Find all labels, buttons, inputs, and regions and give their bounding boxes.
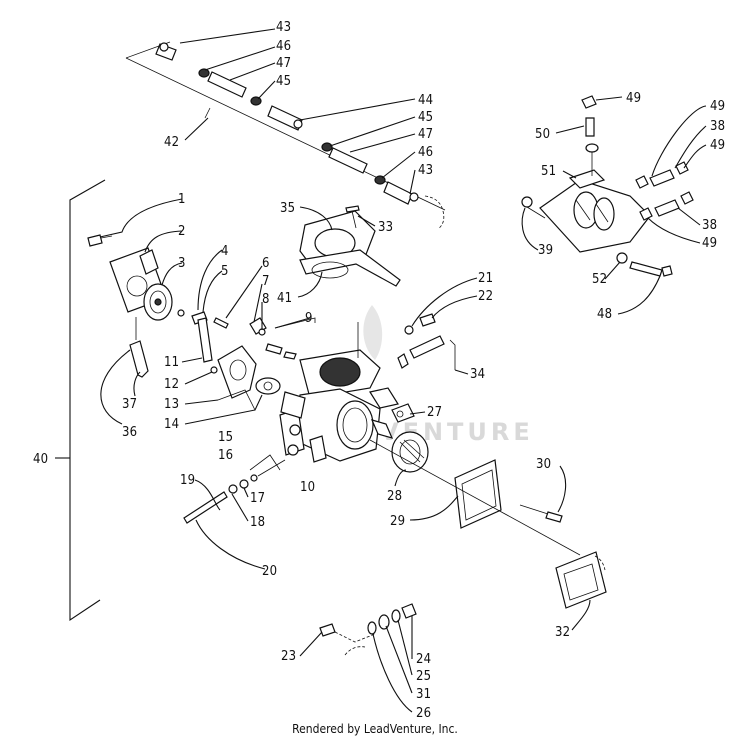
label-46: 46 — [418, 145, 433, 160]
label-38: 38 — [710, 119, 725, 134]
bottom-parts — [319, 603, 417, 656]
leader-lines-bottom — [299, 616, 413, 713]
fuel-pump-parts — [87, 234, 208, 378]
label-47: 47 — [418, 127, 433, 142]
label-45: 45 — [276, 74, 291, 89]
leader-lines-right — [394, 277, 591, 631]
label-34: 34 — [470, 367, 485, 382]
label-36: 36 — [122, 425, 137, 440]
label-48: 48 — [597, 307, 612, 322]
carburetor-body — [279, 322, 399, 463]
label-8: 8 — [262, 292, 270, 307]
label-18: 18 — [250, 515, 265, 530]
label-13: 13 — [164, 397, 179, 412]
label-21: 21 — [478, 271, 493, 286]
label-38: 38 — [702, 218, 717, 233]
label-5: 5 — [221, 264, 229, 279]
label-29: 29 — [390, 514, 405, 529]
label-14: 14 — [164, 417, 179, 432]
label-45: 45 — [418, 110, 433, 125]
label-43: 43 — [276, 20, 291, 35]
idle-screw-parts — [183, 454, 286, 524]
label-24: 24 — [416, 652, 431, 667]
label-4: 4 — [221, 244, 229, 259]
leader-lines-mid-left — [181, 265, 311, 425]
label-28: 28 — [387, 489, 402, 504]
label-7: 7 — [262, 274, 270, 289]
label-37: 37 — [122, 397, 137, 412]
label-49: 49 — [702, 236, 717, 251]
label-23: 23 — [281, 649, 296, 664]
footer-credit: Rendered by LeadVenture, Inc. — [292, 722, 458, 736]
leader-lines-flange — [297, 206, 376, 298]
label-35: 35 — [280, 201, 295, 216]
label-10: 10 — [300, 480, 315, 495]
label-42: 42 — [164, 135, 179, 150]
label-49: 49 — [710, 99, 725, 114]
label-51: 51 — [541, 164, 556, 179]
label-12: 12 — [164, 377, 179, 392]
label-33: 33 — [378, 220, 393, 235]
label-2: 2 — [178, 224, 186, 239]
label-50: 50 — [535, 127, 550, 142]
label-15: 15 — [218, 430, 233, 445]
label-16: 16 — [218, 448, 233, 463]
label-46: 46 — [276, 39, 291, 54]
label-9: 9 — [305, 311, 313, 326]
label-31: 31 — [416, 687, 431, 702]
label-27: 27 — [427, 405, 442, 420]
label-44: 44 — [418, 93, 433, 108]
part-number-labels: 43 46 47 45 44 45 47 46 43 42 1 2 3 4 5 … — [33, 20, 725, 721]
linkage-rod-assembly — [125, 41, 446, 230]
label-26: 26 — [416, 706, 431, 721]
bracket-40 — [55, 179, 106, 622]
label-1: 1 — [178, 192, 186, 207]
label-20: 20 — [262, 564, 277, 579]
label-6: 6 — [262, 256, 270, 271]
label-3: 3 — [178, 256, 186, 271]
leader-lines-top — [179, 28, 416, 195]
right-parts — [369, 313, 607, 609]
leader-lines-throttle — [521, 96, 707, 315]
label-11: 11 — [164, 355, 179, 370]
label-43: 43 — [418, 163, 433, 178]
label-40: 40 — [33, 452, 48, 467]
label-49: 49 — [626, 91, 641, 106]
label-49: 49 — [710, 138, 725, 153]
label-25: 25 — [416, 669, 431, 684]
label-47: 47 — [276, 56, 291, 71]
label-30: 30 — [536, 457, 551, 472]
label-41: 41 — [277, 291, 292, 306]
watermark: VENTURE — [363, 305, 530, 446]
leader-lines-lower-left — [194, 479, 266, 570]
leader-lines-left — [99, 198, 223, 425]
throttle-housing — [521, 95, 694, 277]
label-32: 32 — [555, 625, 570, 640]
intake-flange — [299, 205, 401, 287]
label-22: 22 — [478, 289, 493, 304]
label-19: 19 — [180, 473, 195, 488]
label-17: 17 — [250, 491, 265, 506]
label-52: 52 — [592, 272, 607, 287]
label-39: 39 — [538, 243, 553, 258]
